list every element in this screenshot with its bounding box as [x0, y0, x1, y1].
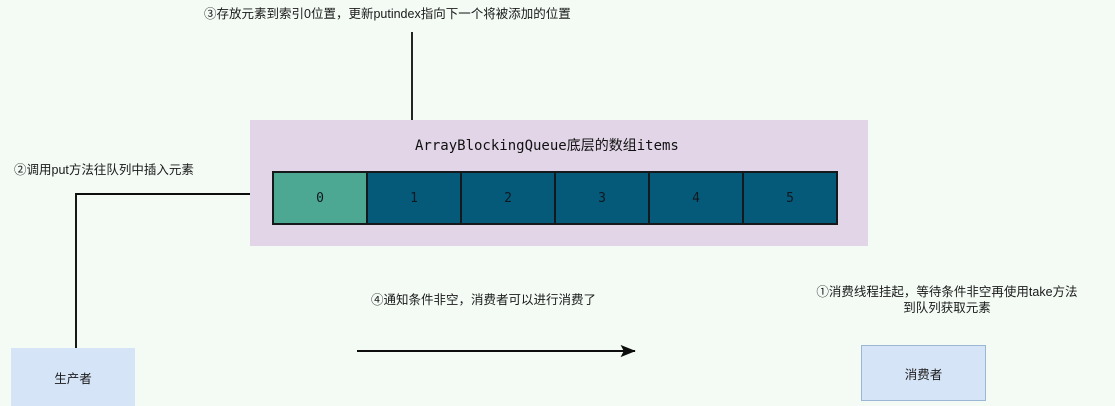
queue-cell-5[interactable]: 5 [744, 173, 836, 223]
queue-cell-1[interactable]: 1 [368, 173, 462, 223]
queue-cell-4[interactable]: 4 [650, 173, 744, 223]
queue-cell-0[interactable]: 0 [274, 173, 368, 223]
queue-cell-3-label: 3 [598, 190, 606, 206]
queue-cell-2-label: 2 [504, 190, 512, 206]
queue-array: 0 1 2 3 4 5 [272, 171, 838, 225]
annotation-step1-consumer-wait: ①消费线程挂起，等待条件非空再使用take方法 到队列获取元素 [787, 284, 1107, 316]
annotation-step3-putindex: ③存放元素到索引0位置，更新putindex指向下一个将被添加的位置 [204, 7, 571, 21]
producer-box[interactable]: 生产者 [11, 348, 135, 406]
queue-panel: ArrayBlockingQueue底层的数组items 0 1 2 3 4 5 [250, 120, 868, 246]
queue-cell-5-label: 5 [786, 190, 794, 206]
consumer-label: 消费者 [904, 367, 943, 382]
queue-cell-2[interactable]: 2 [462, 173, 556, 223]
queue-cell-3[interactable]: 3 [556, 173, 650, 223]
annotation-step4-notify: ④通知条件非空，消费者可以进行消费了 [371, 293, 597, 307]
annotation-step2-put-call: ②调用put方法往队列中插入元素 [14, 163, 194, 177]
queue-array-label: ArrayBlockingQueue底层的数组items [415, 138, 679, 154]
producer-label: 生产者 [54, 371, 92, 386]
queue-cell-4-label: 4 [692, 190, 700, 206]
annotation-step1-line2: 到队列获取元素 [903, 301, 991, 315]
annotation-step1-line1: ①消费线程挂起，等待条件非空再使用take方法 [816, 285, 1078, 299]
queue-cell-0-label: 0 [316, 190, 324, 206]
consumer-box[interactable]: 消费者 [861, 345, 986, 401]
queue-cell-1-label: 1 [410, 190, 418, 206]
arrow-producer-to-queue [75, 187, 267, 348]
